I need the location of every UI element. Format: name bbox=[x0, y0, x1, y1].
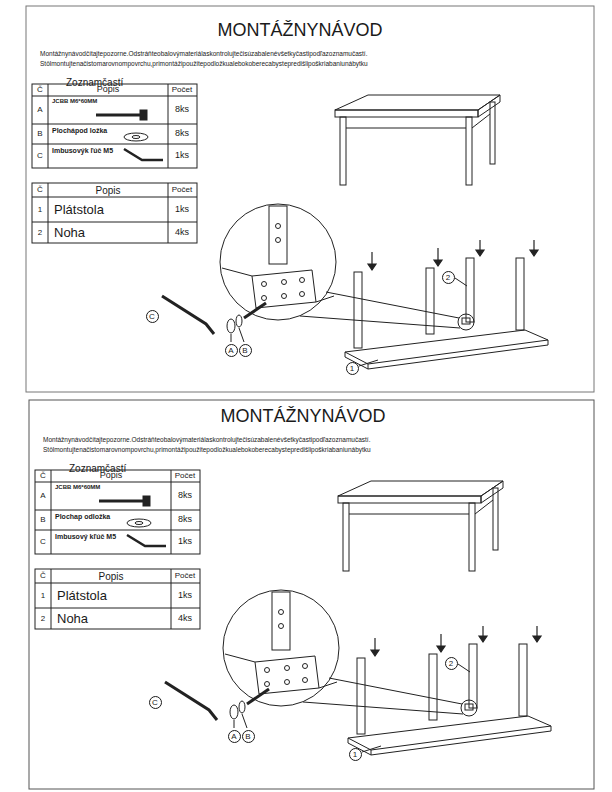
table-cell: 2 bbox=[41, 615, 45, 624]
table-cell: JCBB M6*60MM bbox=[55, 484, 100, 491]
table-cell: A bbox=[40, 492, 45, 501]
table-header: Počet bbox=[175, 472, 195, 481]
callout-number: 1 bbox=[346, 362, 359, 375]
callout-letter: C bbox=[149, 696, 162, 709]
panel-frame bbox=[29, 400, 594, 789]
table-header: Popis bbox=[98, 571, 123, 582]
table-cell: B bbox=[40, 516, 45, 525]
callout-letter: A bbox=[228, 730, 241, 743]
table-cell: Plátstola bbox=[54, 203, 104, 217]
assembly-drawing bbox=[35, 470, 551, 755]
table-cell: 8ks bbox=[178, 515, 192, 525]
table-cell: 1ks bbox=[178, 591, 192, 601]
callout-number: 1 bbox=[349, 748, 362, 761]
table-cell: 1 bbox=[38, 206, 42, 215]
table-header: Popis bbox=[100, 471, 123, 481]
table-header: Popis bbox=[95, 185, 120, 196]
instruction-text: Stôlmontujtenačistomarovnompovrchu,primo… bbox=[40, 60, 368, 67]
assembly-drawing bbox=[32, 84, 548, 369]
table-cell: JCBB M6*60MM bbox=[52, 98, 97, 105]
table-header: Počet bbox=[172, 86, 192, 95]
table-cell: 1ks bbox=[178, 537, 192, 547]
table-header: Č bbox=[40, 572, 46, 581]
table-cell: Imbusový kľúč M5 bbox=[55, 533, 116, 541]
table-cell: 2 bbox=[38, 229, 42, 238]
table-cell: 1 bbox=[41, 592, 45, 601]
table-header: Č bbox=[37, 86, 43, 95]
table-cell: 8ks bbox=[175, 105, 189, 115]
table-header: Počet bbox=[175, 572, 195, 581]
table-cell: Noha bbox=[54, 226, 85, 240]
table-header: Č bbox=[40, 472, 46, 481]
panel-frame bbox=[26, 6, 594, 392]
callout-letter: C bbox=[146, 310, 159, 323]
table-cell: 1ks bbox=[175, 151, 189, 161]
table-cell: Plochápod ložka bbox=[52, 127, 107, 135]
table-cell: 1ks bbox=[175, 205, 189, 215]
table-cell: 8ks bbox=[178, 491, 192, 501]
table-cell: Imbusovýk ľúč M5 bbox=[52, 147, 113, 155]
table-cell: 8ks bbox=[175, 129, 189, 139]
table-header: Počet bbox=[172, 186, 192, 195]
table-header: Č bbox=[37, 186, 43, 195]
table-cell: Noha bbox=[57, 612, 88, 626]
page-title: MONTÁŽNYNÁVOD bbox=[220, 407, 385, 427]
callout-number: 2 bbox=[445, 657, 458, 670]
page-title: MONTÁŽNYNÁVOD bbox=[217, 21, 382, 41]
callout-letter: A bbox=[225, 344, 238, 357]
table-cell: B bbox=[37, 130, 42, 139]
table-cell: C bbox=[37, 152, 43, 161]
table-cell: 4ks bbox=[175, 228, 189, 238]
instruction-text: Stôlmontujtenačistomarovnompovrchu,primo… bbox=[43, 446, 371, 453]
table-header: Popis bbox=[97, 85, 120, 95]
instruction-text: Montážnynávodčítajtepozorne.Odstráňteoba… bbox=[43, 436, 370, 443]
table-cell: C bbox=[40, 538, 46, 547]
table-cell: 4ks bbox=[178, 614, 192, 624]
callout-letter: B bbox=[242, 730, 255, 743]
instruction-text: Montážnynávodčítajtepozorne.Odstráňteoba… bbox=[40, 50, 367, 57]
table-cell: Plochap odložka bbox=[55, 513, 110, 521]
table-cell: A bbox=[37, 106, 42, 115]
table-cell: Plátstola bbox=[57, 589, 107, 603]
callout-letter: B bbox=[239, 344, 252, 357]
callout-number: 2 bbox=[442, 271, 455, 284]
